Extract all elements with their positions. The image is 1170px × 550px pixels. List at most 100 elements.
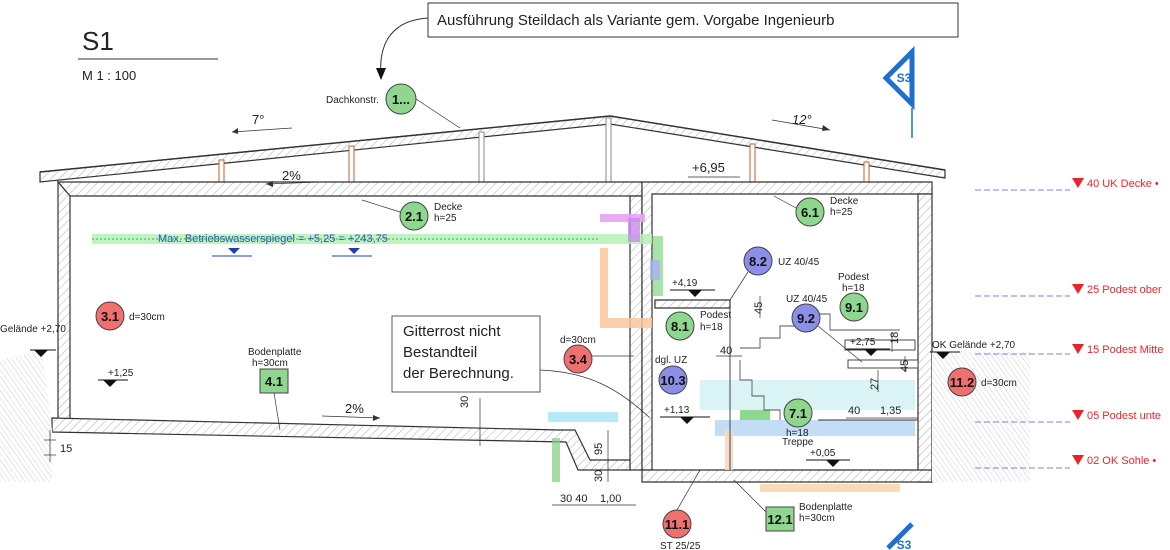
right-level-5: 02 OK Sohle •: [1087, 455, 1156, 467]
svg-text:Decke: Decke: [830, 196, 859, 207]
callout-box: [427, 2, 959, 38]
badge-10-3: 10.3 dgl. UZ: [655, 355, 688, 395]
svg-text:Bodenplatte: Bodenplatte: [799, 502, 853, 513]
svg-text:11.1: 11.1: [665, 517, 690, 532]
badge-3-1: 3.1 d=30cm: [95, 301, 165, 331]
svg-text:12.1: 12.1: [767, 512, 792, 527]
svg-text:h=25: h=25: [830, 207, 853, 218]
svg-text:+1,25: +1,25: [108, 368, 134, 379]
svg-text:8.2: 8.2: [749, 254, 767, 269]
dim-1-35: 1,35: [880, 405, 901, 417]
svg-text:OK Gelände +2,70: OK Gelände +2,70: [932, 340, 1016, 351]
pitch-left-arrow: [231, 127, 293, 133]
roof-line-right: [609, 115, 946, 171]
badge-11-2: 11.2 d=30cm: [947, 367, 1017, 397]
callout-leader: [380, 17, 429, 77]
dim-30: 30: [459, 396, 471, 408]
svg-text:d=30cm: d=30cm: [981, 378, 1017, 389]
callout-arrowhead: [376, 68, 386, 80]
svg-text:Gelände +2,70: Gelände +2,70: [0, 324, 66, 335]
dim-30-40: 30 40: [560, 493, 588, 505]
level-plus-4-19: +4,19: [670, 278, 715, 297]
level-plus-1-13: +1,13: [660, 405, 710, 424]
dimensions: [44, 296, 918, 506]
dim-40b: 40: [848, 405, 860, 417]
note-line-1: Gitterrost nicht: [403, 323, 501, 340]
scale-label: M 1 : 100: [82, 68, 136, 83]
water-marker-1: [228, 248, 240, 254]
badge-9-2: 9.2 UZ 40/45: [786, 294, 863, 363]
svg-text:d=30cm: d=30cm: [560, 335, 596, 346]
section-title: S1: [82, 26, 114, 56]
callout-text: Ausführung Steildach als Variante gem. V…: [437, 12, 835, 29]
svg-text:h=18: h=18: [700, 322, 723, 333]
dim-15: 15: [60, 443, 72, 455]
svg-text:h=18: h=18: [786, 428, 809, 439]
section-marker-top: S3: [882, 45, 915, 138]
svg-text:Dachkonstr.: Dachkonstr.: [326, 95, 379, 106]
svg-text:Podest: Podest: [838, 272, 869, 283]
svg-text:+4,19: +4,19: [672, 278, 698, 289]
dim-45b: 45: [899, 360, 911, 372]
soil-strip: [552, 438, 560, 482]
ridge-level: +6,95: [692, 160, 725, 175]
badge-6-1: 6.1 Decke h=25: [773, 195, 859, 227]
svg-text:S3: S3: [897, 71, 912, 85]
badge-2-1: 2.1 Decke h=25: [361, 199, 463, 231]
slope-top: 2%: [282, 168, 301, 183]
badge-1: 1... Dachkonstr.: [326, 83, 461, 129]
badge-9-1: 9.1 Podest h=18: [838, 272, 869, 322]
svg-text:h=30cm: h=30cm: [252, 358, 288, 369]
svg-text:Treppe: Treppe: [782, 437, 814, 448]
note-line-2: Bestandteil: [403, 344, 477, 361]
right-level-1: 40 UK Decke •: [1087, 178, 1159, 190]
svg-text:Podest: Podest: [700, 310, 731, 321]
svg-text:UZ 40/45: UZ 40/45: [786, 294, 828, 305]
level-ok-gelaende: OK Gelände +2,70: [930, 340, 1016, 359]
svg-text:dgl. UZ: dgl. UZ: [655, 355, 687, 366]
dim-18: 18: [889, 332, 901, 344]
dim-27: 27: [869, 378, 881, 390]
left-chamber-shell: [51, 180, 643, 471]
roof-line-left: [39, 115, 611, 173]
water-marker-2: [348, 248, 360, 254]
svg-text:9.2: 9.2: [797, 311, 815, 326]
level-plus-0-05: +0,05: [806, 448, 850, 467]
svg-text:+1,13: +1,13: [664, 405, 690, 416]
level-plus-1-25: +1,25: [98, 368, 134, 387]
svg-text:7.1: 7.1: [789, 406, 807, 421]
dim-45: 45: [753, 302, 765, 314]
badge-11-1: 11.1 ST 25/25: [660, 469, 701, 550]
dim-1-00: 1,00: [600, 493, 621, 505]
soil-right: [932, 352, 1030, 482]
note-box: [391, 315, 541, 393]
svg-text:1...: 1...: [392, 92, 410, 107]
badge-4-1: 4.1 Bodenplatte h=30cm: [248, 347, 302, 431]
roof-posts: [218, 117, 870, 189]
section-marker-bottom: S3: [886, 522, 914, 550]
roof-pitch-left: 7°: [252, 112, 264, 127]
dim-95: 95: [593, 443, 605, 455]
svg-text:11.2: 11.2: [950, 375, 975, 390]
svg-text:+0,05: +0,05: [810, 448, 836, 459]
badge-3-4: 3.4 d=30cm: [560, 335, 634, 374]
right-level-3: 15 Podest Mitte: [1087, 344, 1163, 356]
svg-text:Bodenplatte: Bodenplatte: [248, 347, 302, 358]
svg-text:3.1: 3.1: [101, 309, 119, 324]
badge-8-1: 8.1 Podest h=18: [665, 310, 731, 341]
svg-text:ST 25/25: ST 25/25: [660, 541, 701, 550]
dim-30b: 30: [593, 470, 605, 482]
svg-text:3.4: 3.4: [569, 352, 588, 367]
svg-text:+2,75: +2,75: [850, 337, 876, 348]
svg-text:h=25: h=25: [434, 213, 457, 224]
svg-text:h=30cm: h=30cm: [799, 513, 835, 524]
stair-structure: [729, 300, 919, 470]
svg-text:S3: S3: [897, 538, 912, 550]
svg-text:d=30cm: d=30cm: [129, 312, 165, 323]
svg-text:9.1: 9.1: [845, 300, 863, 315]
svg-text:h=18: h=18: [842, 283, 865, 294]
svg-text:UZ 40/45: UZ 40/45: [778, 257, 820, 268]
level-gelaende-left: Gelände +2,70: [0, 324, 66, 357]
soil-left: [0, 350, 52, 482]
